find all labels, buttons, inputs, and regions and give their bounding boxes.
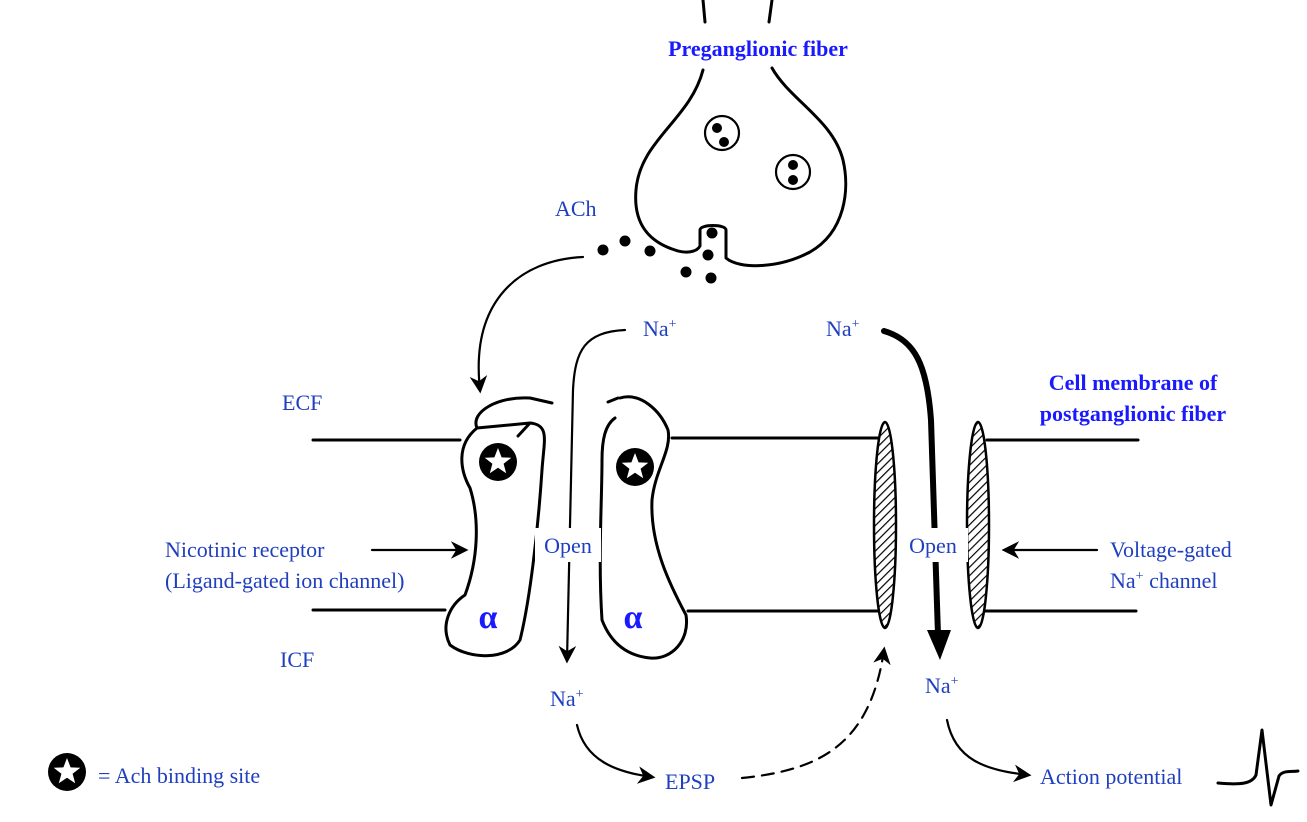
na-ion-label: Na+ [643, 316, 677, 341]
arrowhead [927, 630, 951, 660]
nicotinic-receptor-label: Nicotinic receptor [165, 537, 325, 562]
legend-label: = Ach binding site [98, 763, 260, 788]
na-ion-label: Na+ [550, 686, 584, 711]
na-ion-label: Na+ [925, 673, 959, 698]
ecf-label: ECF [282, 390, 322, 415]
ach-binding-site-icon [616, 448, 654, 486]
ach-molecules [597, 227, 718, 284]
ach-label: ACh [555, 196, 597, 221]
epsp-to-channel-dashed-arrow [740, 646, 891, 780]
na-to-action-potential-arrow [945, 718, 1032, 783]
ach-to-receptor-arrow [469, 255, 585, 394]
cell-membrane-label: Cell membrane of [1049, 370, 1218, 395]
alpha-subunit-label: α [479, 599, 498, 636]
icf-label: ICF [280, 647, 314, 672]
preganglionic-terminal [634, 0, 848, 268]
na-to-epsp-arrow [575, 723, 656, 784]
spike-waveform-icon [1216, 728, 1300, 807]
voltage-gated-sublabel: Na+ channel [1110, 568, 1217, 593]
nicotinic-receptor-sublabel: (Ligand-gated ion channel) [165, 568, 404, 593]
epsp-label: EPSP [665, 769, 715, 794]
open-label: Open [544, 533, 592, 558]
synaptic-vesicle [703, 114, 741, 152]
na-ion-label: Na+ [826, 316, 860, 341]
cell-membrane-label: postganglionic fiber [1040, 401, 1227, 426]
action-potential-label: Action potential [1040, 764, 1182, 789]
preganglionic-fiber-label: Preganglionic fiber [668, 36, 848, 61]
na-influx-arrow [558, 328, 627, 664]
na-influx-thick-arrow [881, 328, 941, 638]
alpha-subunit-label: α [624, 599, 643, 636]
ach-binding-site-icon [479, 443, 517, 481]
postsynaptic-membrane [311, 436, 1140, 613]
open-label: Open [909, 533, 957, 558]
nicotinic-receptor [444, 395, 689, 660]
voltage-gated-label: Voltage-gated [1110, 537, 1232, 562]
legend-binding-site-icon [48, 753, 86, 791]
synaptic-vesicle [774, 153, 812, 191]
voltage-gated-channel [872, 420, 991, 630]
